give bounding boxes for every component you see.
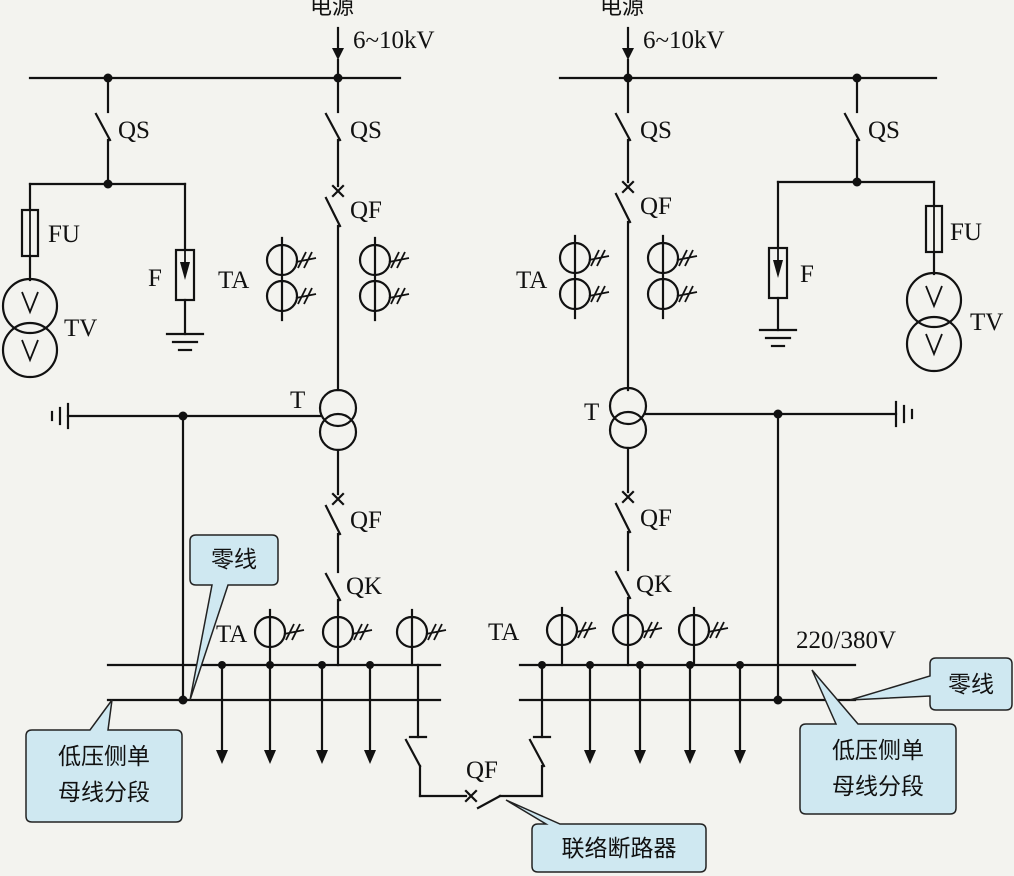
t-label: T xyxy=(290,387,305,414)
transformer-t-upper-left xyxy=(318,388,358,428)
voltage-hv-right: 6~10kV xyxy=(643,27,725,54)
qk-label: QK xyxy=(346,573,382,600)
qs-switch-pt-right xyxy=(843,112,861,142)
qf-cross-mark xyxy=(621,490,635,504)
tv-v-lower xyxy=(925,333,943,357)
fu-label: FU xyxy=(950,219,982,246)
ta-group-hv-right xyxy=(558,234,698,320)
tv-coil-upper-right xyxy=(905,271,963,329)
voltage-hv-left: 6~10kV xyxy=(353,27,435,54)
tv-coil-upper-left xyxy=(1,277,59,335)
qs-label: QS xyxy=(118,117,150,144)
callout-lv-bus-right-line2: 母线分段 xyxy=(832,774,924,800)
fu-label: FU xyxy=(48,221,80,248)
bus-node xyxy=(178,695,188,705)
t-label: T xyxy=(584,399,599,426)
qk-switch-left xyxy=(324,572,342,602)
arrester-arrow xyxy=(180,262,190,280)
tv-v-upper xyxy=(21,291,39,315)
ta-group-lv-left xyxy=(253,608,447,667)
callout-tie-breaker xyxy=(505,799,707,873)
tv-v-lower xyxy=(21,339,39,363)
ta-label: TA xyxy=(218,267,249,294)
source-arrow-head-left xyxy=(332,48,344,60)
qf-label: QF xyxy=(350,507,382,534)
qf-cross-mark xyxy=(621,180,635,194)
qf-label: QF xyxy=(640,193,672,220)
source-label-right: 电源 xyxy=(600,0,644,20)
arrester-arrow xyxy=(773,260,783,278)
callout-neutral-right-text: 零线 xyxy=(948,672,994,698)
qf-cross-mark xyxy=(464,789,478,803)
bus-node xyxy=(773,695,783,705)
callout-lv-bus-right-line1: 低压侧单 xyxy=(832,738,924,764)
qs-label: QS xyxy=(350,117,382,144)
tv-label: TV xyxy=(970,309,1003,336)
callout-tie-breaker-text: 联络断路器 xyxy=(562,836,677,862)
tv-coil-lower-right xyxy=(905,315,963,373)
qf-breaker-lv-right xyxy=(614,502,632,534)
callout-lv-bus-left xyxy=(25,699,183,823)
ta-group-lv-right xyxy=(545,606,729,667)
transformer-t-lower-left xyxy=(318,412,358,452)
f-label: F xyxy=(800,261,814,288)
feeders-right xyxy=(538,661,746,764)
callout-lv-bus-right xyxy=(799,669,957,815)
transformer-t-upper-right xyxy=(608,386,648,426)
callout-neutral-left-text: 零线 xyxy=(211,547,257,573)
tv-coil-lower-left xyxy=(1,321,59,379)
transformer-t-lower-right xyxy=(608,410,648,450)
source-label-left: 电源 xyxy=(310,0,354,20)
qf-label: QF xyxy=(350,197,382,224)
qk-switch-right xyxy=(614,570,632,600)
qf-label: QF xyxy=(640,505,672,532)
qf-breaker-lv-left xyxy=(324,504,342,536)
voltage-lv: 220/380V xyxy=(796,627,896,654)
feeders-left xyxy=(216,661,376,764)
qs-switch-incomer-left xyxy=(324,112,342,142)
ta-label: TA xyxy=(516,267,547,294)
callout-lv-bus-left-line2: 母线分段 xyxy=(58,780,150,806)
callout-neutral-left xyxy=(189,534,279,701)
qk-label: QK xyxy=(636,571,672,598)
qs-label: QS xyxy=(640,117,672,144)
tie-switch-right xyxy=(528,738,546,768)
f-label: F xyxy=(148,265,162,292)
tv-v-upper xyxy=(925,285,943,309)
qf-cross-mark xyxy=(331,492,345,506)
tv-label: TV xyxy=(64,315,97,342)
ta-group-hv-left xyxy=(265,236,410,322)
tie-switch-left xyxy=(404,738,422,768)
qf-breaker-hv-left xyxy=(324,196,342,228)
callout-neutral-right xyxy=(849,657,1013,711)
ta-label: TA xyxy=(488,619,519,646)
qs-switch-pt-left xyxy=(94,112,112,142)
ta-label: TA xyxy=(216,621,247,648)
qs-label: QS xyxy=(868,117,900,144)
qf-label: QF xyxy=(466,757,498,784)
callout-lv-bus-left-line1: 低压侧单 xyxy=(58,744,150,770)
qf-cross-mark xyxy=(331,184,345,198)
qf-breaker-hv-right xyxy=(614,192,632,224)
qs-switch-incomer-right xyxy=(614,112,632,142)
source-arrow-head-right xyxy=(622,48,634,60)
qf-tie-breaker xyxy=(476,794,502,810)
